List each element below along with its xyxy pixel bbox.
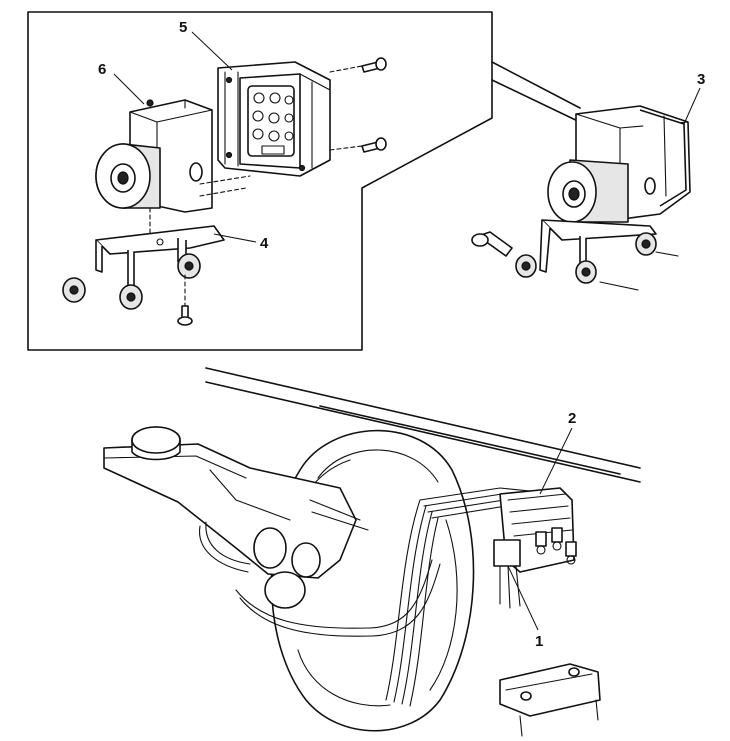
leader-1 [507, 565, 539, 631]
inset-frame [27, 11, 585, 351]
module-bolts [199, 57, 387, 197]
leader-6 [113, 73, 145, 105]
callout-leaders [113, 31, 701, 631]
callout-5: 5 [179, 19, 187, 36]
hydraulic-modulator [95, 99, 213, 213]
leader-4 [213, 233, 257, 243]
leader-3 [683, 87, 701, 125]
leader-5 [191, 31, 233, 71]
leader-2 [539, 427, 573, 495]
mounting-bracket [62, 207, 225, 326]
assembled-abs-unit [471, 105, 691, 291]
callout-6: 6 [98, 61, 106, 78]
callout-3: 3 [697, 71, 705, 88]
callout-2: 2 [568, 410, 576, 427]
master-cylinder [103, 426, 369, 609]
callout-4: 4 [260, 235, 269, 252]
pressure-switch [493, 539, 521, 609]
frame-rails [205, 367, 641, 483]
lower-mount-bracket [499, 663, 601, 737]
electronic-control-module [217, 61, 331, 177]
callout-1: 1 [535, 633, 543, 650]
brake-lines [199, 487, 541, 707]
